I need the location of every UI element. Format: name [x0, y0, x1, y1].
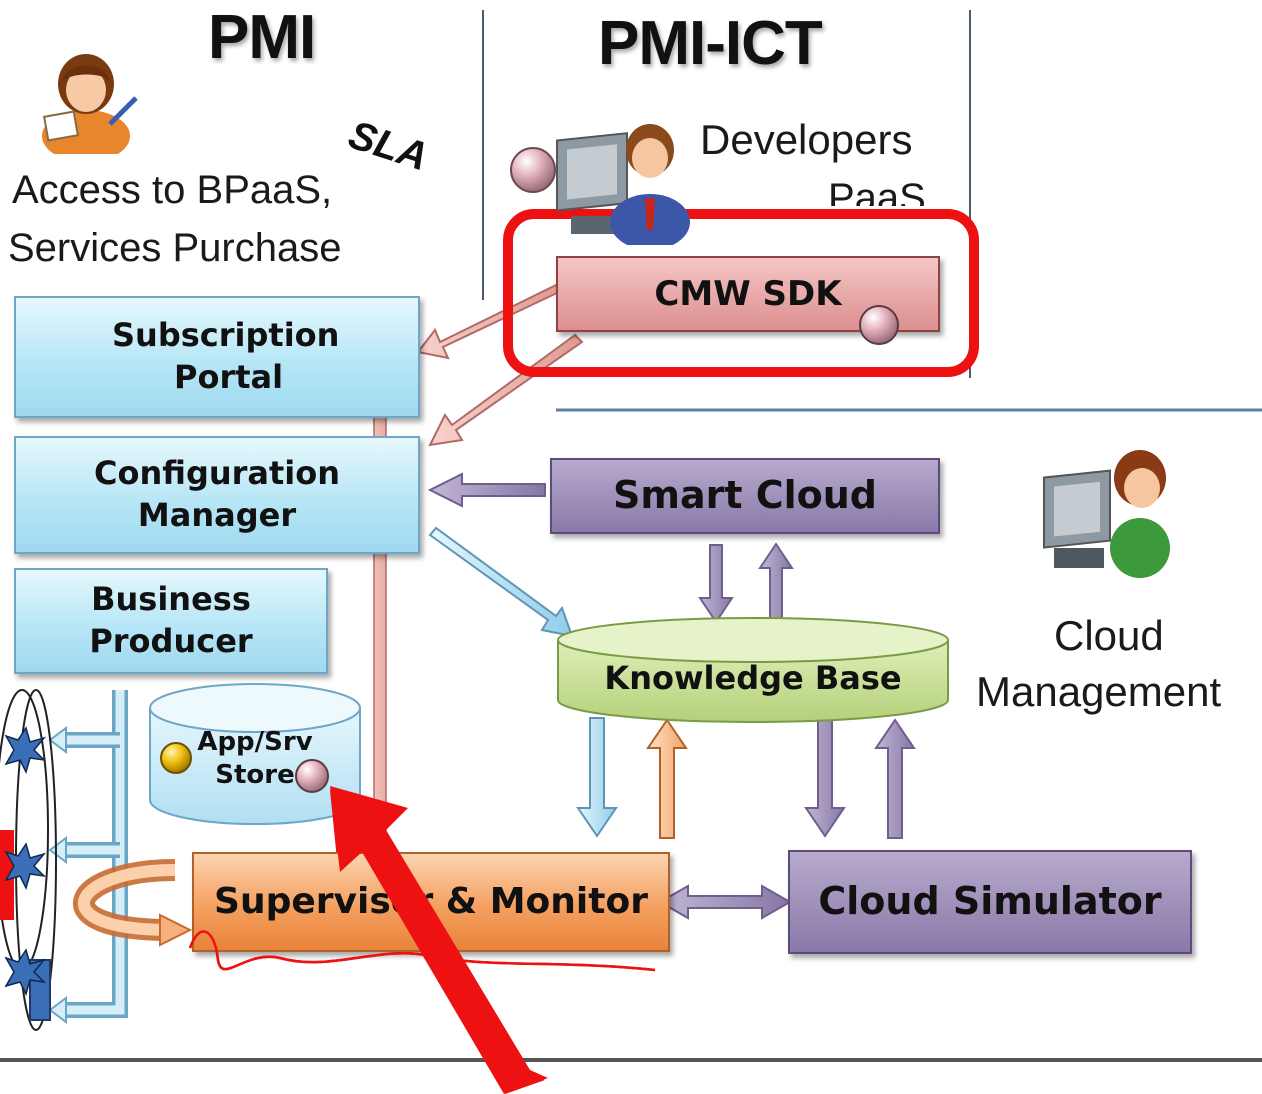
producer-label: Producer: [89, 622, 253, 660]
smart-cloud-box[interactable]: Smart Cloud: [550, 458, 940, 534]
store-label: Store: [215, 759, 295, 790]
knowledge-base-label: Knowledge Base: [604, 659, 902, 697]
paas-label: PaaS: [828, 176, 926, 206]
supervisor-monitor-box[interactable]: Supervisor & Monitor: [192, 852, 670, 952]
user-woman-icon: [42, 54, 138, 154]
pmi-heading: PMI: [208, 3, 316, 72]
subscription-portal-box[interactable]: Subscription Portal: [14, 296, 420, 418]
access-label: Access to BPaaS,: [12, 168, 333, 212]
cloud-label: Cloud: [1054, 612, 1164, 659]
developers-label: Developers: [700, 116, 913, 163]
cmw-sdk-label: CMW SDK: [654, 273, 842, 314]
pmi-ict-heading: PMI-ICT: [598, 9, 823, 78]
smart-cloud-label: Smart Cloud: [612, 473, 877, 518]
app-store-database[interactable]: App/Srv Store: [150, 726, 360, 816]
cloud-simulator-box[interactable]: Cloud Simulator: [788, 850, 1192, 954]
portal-label: Portal: [174, 358, 284, 396]
business-producer-box[interactable]: Business Producer: [14, 568, 328, 674]
supervisor-monitor-label: Supervisor & Monitor: [214, 880, 648, 922]
manager-label: Manager: [137, 496, 297, 534]
developer-computer-icon: [510, 124, 690, 245]
yellow-ball-connector-icon: [160, 742, 192, 774]
knowledge-base-database[interactable]: Knowledge Base: [558, 652, 948, 704]
app-srv-label: App/Srv: [197, 727, 313, 757]
management-label: Management: [976, 668, 1222, 715]
configuration-manager-box[interactable]: Configuration Manager: [14, 436, 420, 554]
configuration-label: Configuration: [93, 454, 341, 493]
subscription-label: Subscription: [112, 316, 340, 355]
cloud-admin-computer-icon: [1043, 450, 1170, 578]
cloud-simulator-label: Cloud Simulator: [818, 879, 1162, 924]
ball-connector-icon: [859, 305, 899, 345]
purchase-label: Services Purchase: [8, 226, 342, 270]
business-label: Business: [91, 580, 251, 619]
ball-connector-icon-store: [295, 759, 329, 793]
